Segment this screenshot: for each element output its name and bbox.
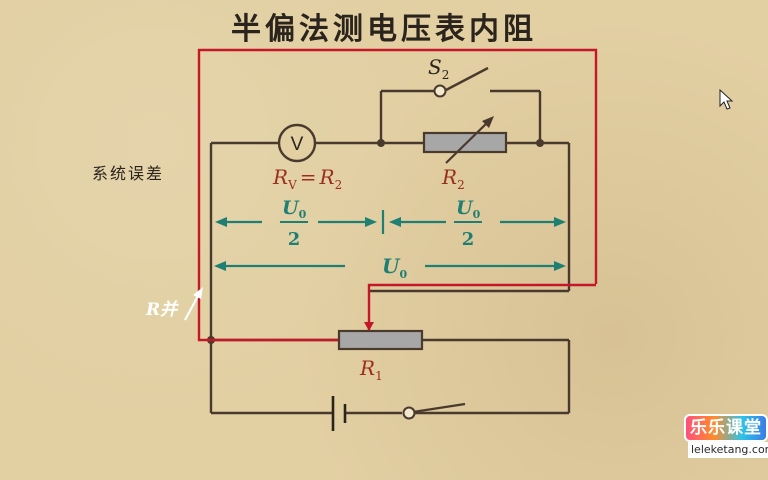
highlight-loop [197, 48, 598, 342]
r-parallel-arrow [184, 287, 203, 321]
label-r2: R2 [441, 165, 465, 192]
r1-slider-arrow [364, 322, 374, 331]
brand-logo: 乐乐课堂 leleketang.com [684, 414, 768, 458]
battery [331, 396, 347, 431]
svg-text:2: 2 [462, 229, 475, 250]
circuit-wires [209, 66, 571, 415]
voltage-half-right: U0 2 [454, 197, 482, 250]
brand-logo-badge: 乐乐课堂 [684, 414, 768, 442]
junction-dots [207, 139, 544, 344]
page-title: 半偏法测电压表内阻 [231, 12, 537, 47]
side-label-system-error: 系统误差 [92, 164, 165, 183]
resistor-r2 [422, 116, 508, 164]
label-r-parallel: R并 [145, 300, 179, 320]
voltmeter-label: V [291, 134, 304, 155]
resistor-r1 [337, 329, 424, 351]
voltage-half-left: U0 2 [280, 197, 308, 250]
switch-s2-label: S2 [428, 55, 449, 82]
voltmeter: V [277, 123, 317, 163]
brand-logo-url: leleketang.com [688, 442, 768, 458]
voltage-arrows [214, 210, 566, 271]
switch-s2 [433, 84, 447, 98]
svg-text:2: 2 [288, 229, 301, 250]
voltage-total-label: U0 [382, 254, 407, 281]
svg-text:U0: U0 [456, 197, 481, 221]
main-switch [402, 406, 416, 420]
svg-text:U0: U0 [282, 197, 307, 221]
label-rv-equals-r2: RV=R2 [272, 165, 342, 192]
mouse-cursor-icon [719, 88, 734, 110]
label-r1: R1 [359, 356, 383, 383]
